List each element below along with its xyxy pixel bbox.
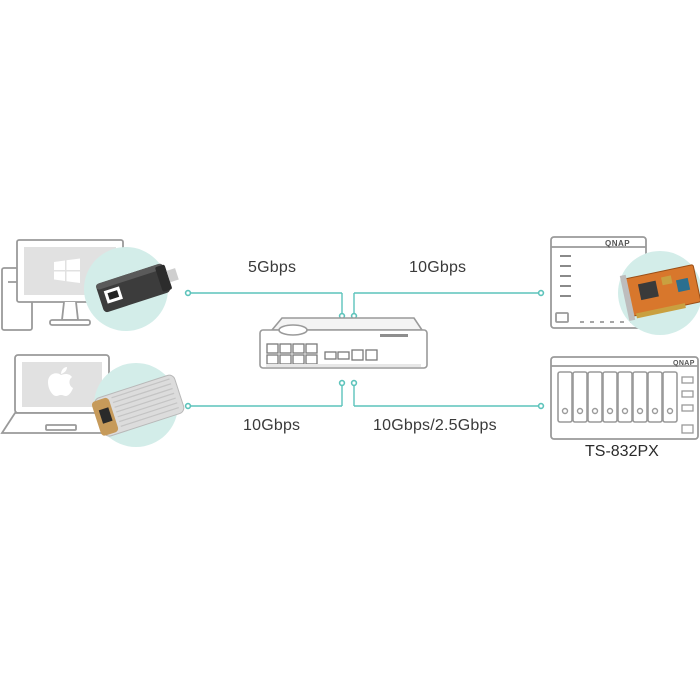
qnap-logo: QNAP (605, 239, 630, 248)
network-switch-icon (259, 317, 428, 369)
link-label-top-right: 10Gbps (409, 259, 467, 276)
laptop-trackpad (45, 424, 77, 431)
dot (184, 289, 192, 297)
apple-logo-icon (48, 367, 73, 396)
network-expansion-card-icon (619, 264, 700, 322)
link-label-bottom-right: 10Gbps/2.5Gbps (373, 417, 497, 434)
monitor-base (49, 319, 91, 326)
link-label-bottom-left: 10Gbps (243, 417, 301, 434)
dot (338, 379, 346, 387)
usb-5gbe-adapter-icon (96, 263, 179, 313)
windows-logo-icon (54, 258, 80, 283)
nas-rack-ts832px (550, 356, 699, 440)
dot (350, 379, 358, 387)
connection-lines (188, 292, 541, 407)
dot (537, 402, 545, 410)
qnap-logo: QNAP (673, 360, 695, 367)
thunderbolt-10gbe-adapter-icon (91, 374, 185, 437)
nas-model-label: TS-832PX (585, 443, 659, 460)
link-label-top-left: 5Gbps (248, 259, 297, 276)
monitor-stand (60, 301, 80, 321)
dot (184, 402, 192, 410)
dot (537, 289, 545, 297)
